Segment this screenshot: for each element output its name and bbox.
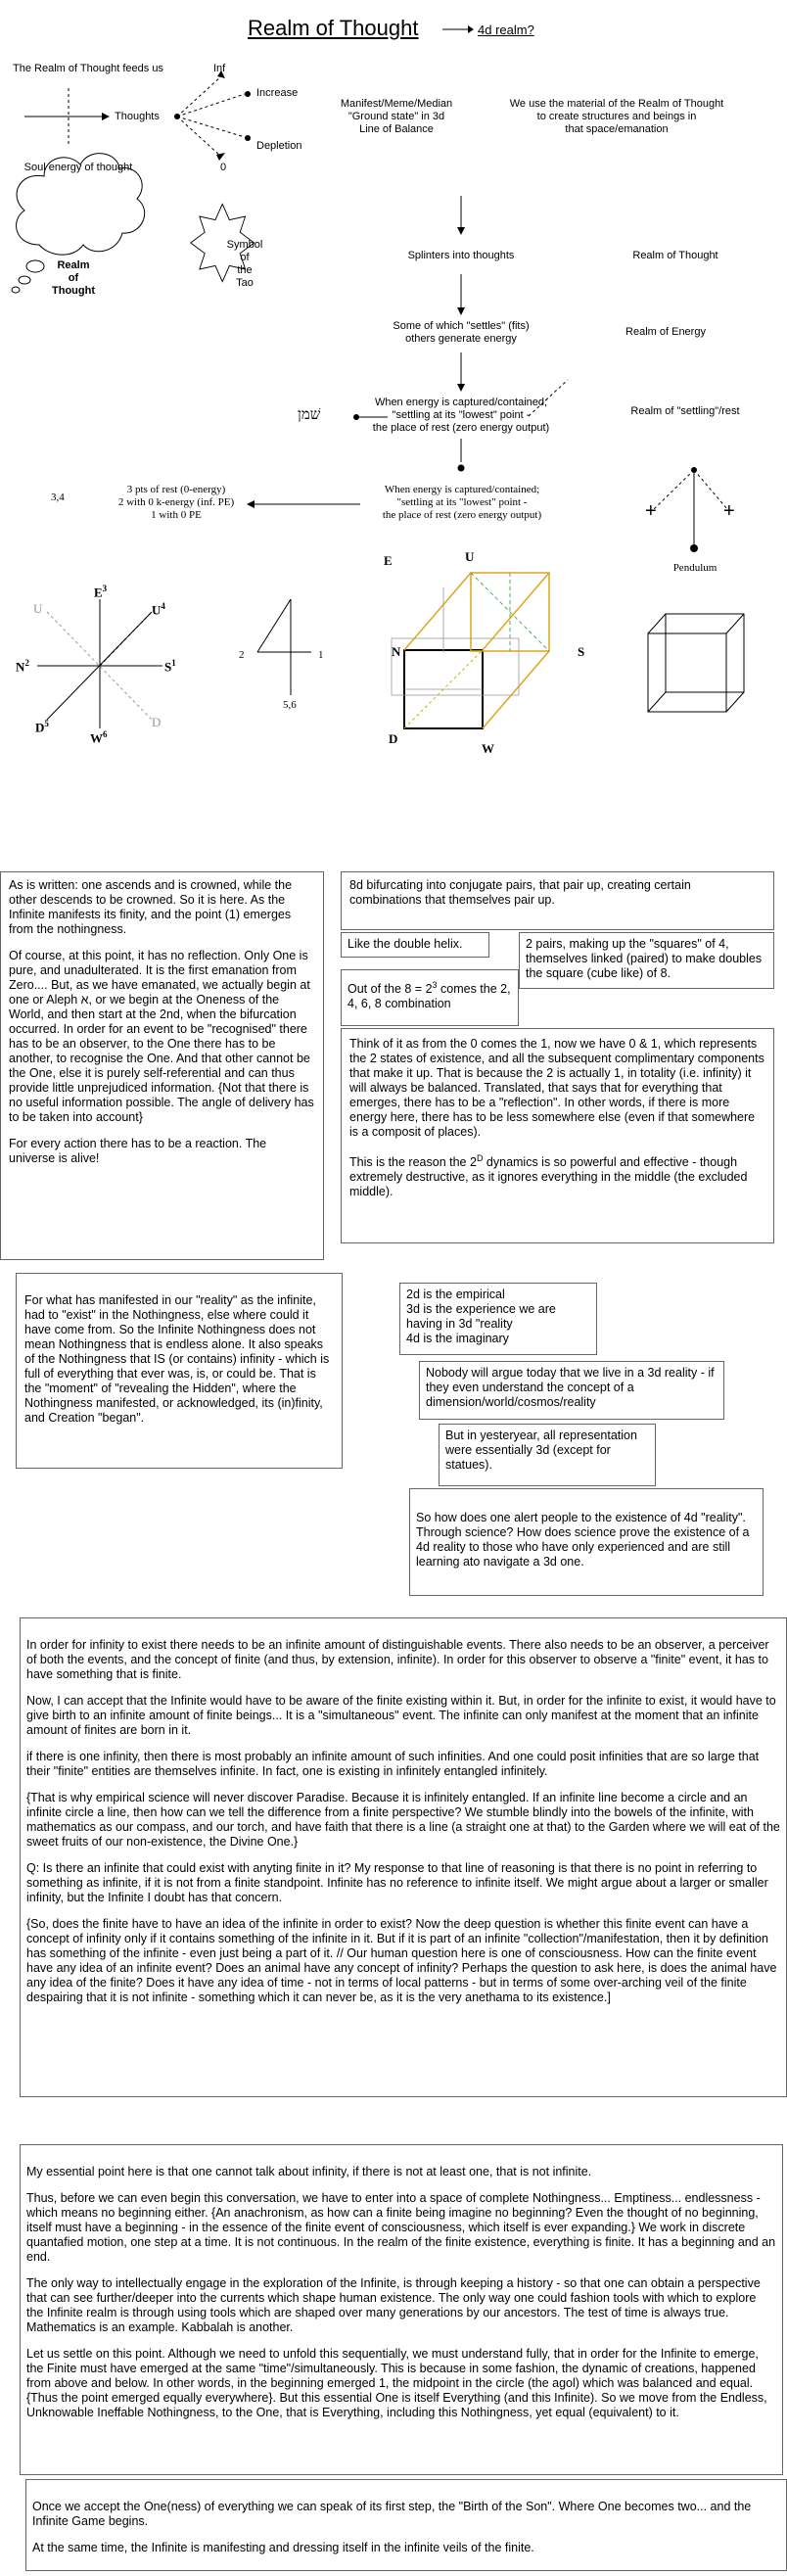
cube-d: D <box>389 731 398 746</box>
star-label: Symbol of the Tao <box>226 239 263 289</box>
plus-left: + <box>645 500 657 522</box>
yesteryear-box: But in yesteryear, all representation we… <box>439 1424 656 1486</box>
alert-box: So how does one alert people to the exis… <box>409 1488 764 1596</box>
realm-energy-label: Realm of Energy <box>625 326 706 338</box>
cube-s: S <box>578 644 585 659</box>
hebrew-label: שׁמן <box>298 407 321 423</box>
zero-label: 0 <box>220 162 227 173</box>
cloud-shape <box>11 153 146 294</box>
once-box: Once we accept the One(ness) of everythi… <box>25 2479 787 2571</box>
compass-e: E3 <box>94 584 108 600</box>
4d-realm-link[interactable]: 4d realm? <box>478 23 534 37</box>
bifurcating-box: 8d bifurcating into conjugate pairs, tha… <box>341 871 774 930</box>
realm-thought-label: Realm of Thought <box>632 250 718 261</box>
material-label: We use the material of the Realm of Thou… <box>509 98 724 135</box>
depletion-label: Depletion <box>256 140 302 152</box>
settles-label: Some of which "settles" (fits) others ge… <box>393 320 530 345</box>
cube-u: U <box>465 549 475 564</box>
splinters-label: Splinters into thoughts <box>407 250 515 261</box>
label-34: 3,4 <box>51 492 65 503</box>
realm-settling-label: Realm of "settling"/rest <box>630 405 740 417</box>
captured1-label: When energy is captured/contained; "sett… <box>372 397 550 434</box>
cube-w: W <box>482 741 494 756</box>
infinity-box: In order for infinity to exist there nee… <box>20 1617 787 2097</box>
compass-n: N2 <box>16 658 29 675</box>
inf-label: Inf <box>213 63 226 74</box>
helix-box: Like the double helix. <box>341 932 489 958</box>
nobody-box: Nobody will argue today that we live in … <box>419 1361 724 1420</box>
four-label-1: 1 <box>318 649 324 661</box>
page-title: Realm of Thought <box>248 16 419 40</box>
four-label-56: 5,6 <box>283 699 297 711</box>
cloud-label: Realm of Thought <box>52 259 95 297</box>
compass-d: D5 <box>35 719 49 735</box>
compass-s: S1 <box>164 658 176 675</box>
dims-box: 2d is the empirical 3d is the experience… <box>399 1283 597 1355</box>
thoughts-label: Thoughts <box>115 111 160 122</box>
essential-box: My essential point here is that one cann… <box>20 2144 783 2475</box>
soul-label: Soul energy of thought <box>23 162 133 173</box>
plus-right: + <box>723 500 735 522</box>
cube-n: N <box>392 644 401 659</box>
left-main-box: As is written: one ascends and is crowne… <box>0 871 324 1260</box>
star-shape <box>190 203 255 283</box>
think-box: Think of it as from the 0 comes the 1, n… <box>341 1028 774 1243</box>
compass-w: W6 <box>90 729 108 746</box>
pendulum-label: Pendulum <box>672 562 718 574</box>
arrow-icon <box>442 25 474 33</box>
increase-label: Increase <box>256 87 299 99</box>
manifested-box: For what has manifested in our "reality"… <box>16 1273 343 1469</box>
rest-points-label: 3 pts of rest (0-energy) 2 with 0 k-ener… <box>117 484 235 521</box>
manifest-label: Manifest/Meme/Median "Ground state" in 3… <box>340 98 453 135</box>
four-label-2: 2 <box>239 649 245 661</box>
diagram-top <box>11 70 745 729</box>
compass-u: U4 <box>152 601 165 618</box>
compass-u-grey: U <box>33 601 43 616</box>
out-of-box: Out of the 8 = 23 comes the 2, 4, 6, 8 c… <box>341 969 519 1026</box>
captured2-label: When energy is captured/contained; "sett… <box>382 484 542 521</box>
cube-e: E <box>384 553 393 568</box>
feeds-label: The Realm of Thought feeds us <box>13 63 163 74</box>
pairs-box: 2 pairs, making up the "squares" of 4, t… <box>519 932 774 989</box>
compass-d-grey: D <box>152 715 162 729</box>
